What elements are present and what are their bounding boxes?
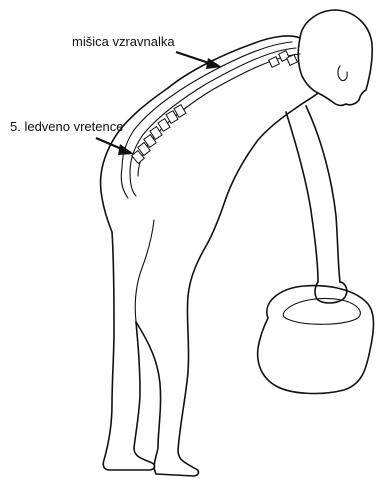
- head-outline: [298, 10, 372, 105]
- label-fifth-lumbar-vertebra: 5. ledveno vretence: [10, 119, 123, 134]
- muscle-tail: [121, 168, 136, 198]
- leg-division: [135, 220, 154, 322]
- back-leg-outline: [103, 232, 154, 470]
- label-erector-muscle: mišica vzravnalka: [72, 34, 175, 49]
- load-outline: [258, 286, 374, 394]
- front-torso-outline: [226, 93, 318, 198]
- arrow-to-muscle: [176, 52, 222, 69]
- vertebra: [269, 57, 280, 68]
- back-outline: [100, 36, 300, 232]
- lifted-load: [258, 286, 374, 394]
- front-leg-outline: [136, 198, 226, 476]
- vertebra: [158, 119, 170, 132]
- person-figure: [100, 10, 372, 476]
- arm-outline: [286, 112, 318, 282]
- arm-inner-outline: [306, 106, 340, 282]
- ear-outline: [338, 66, 347, 81]
